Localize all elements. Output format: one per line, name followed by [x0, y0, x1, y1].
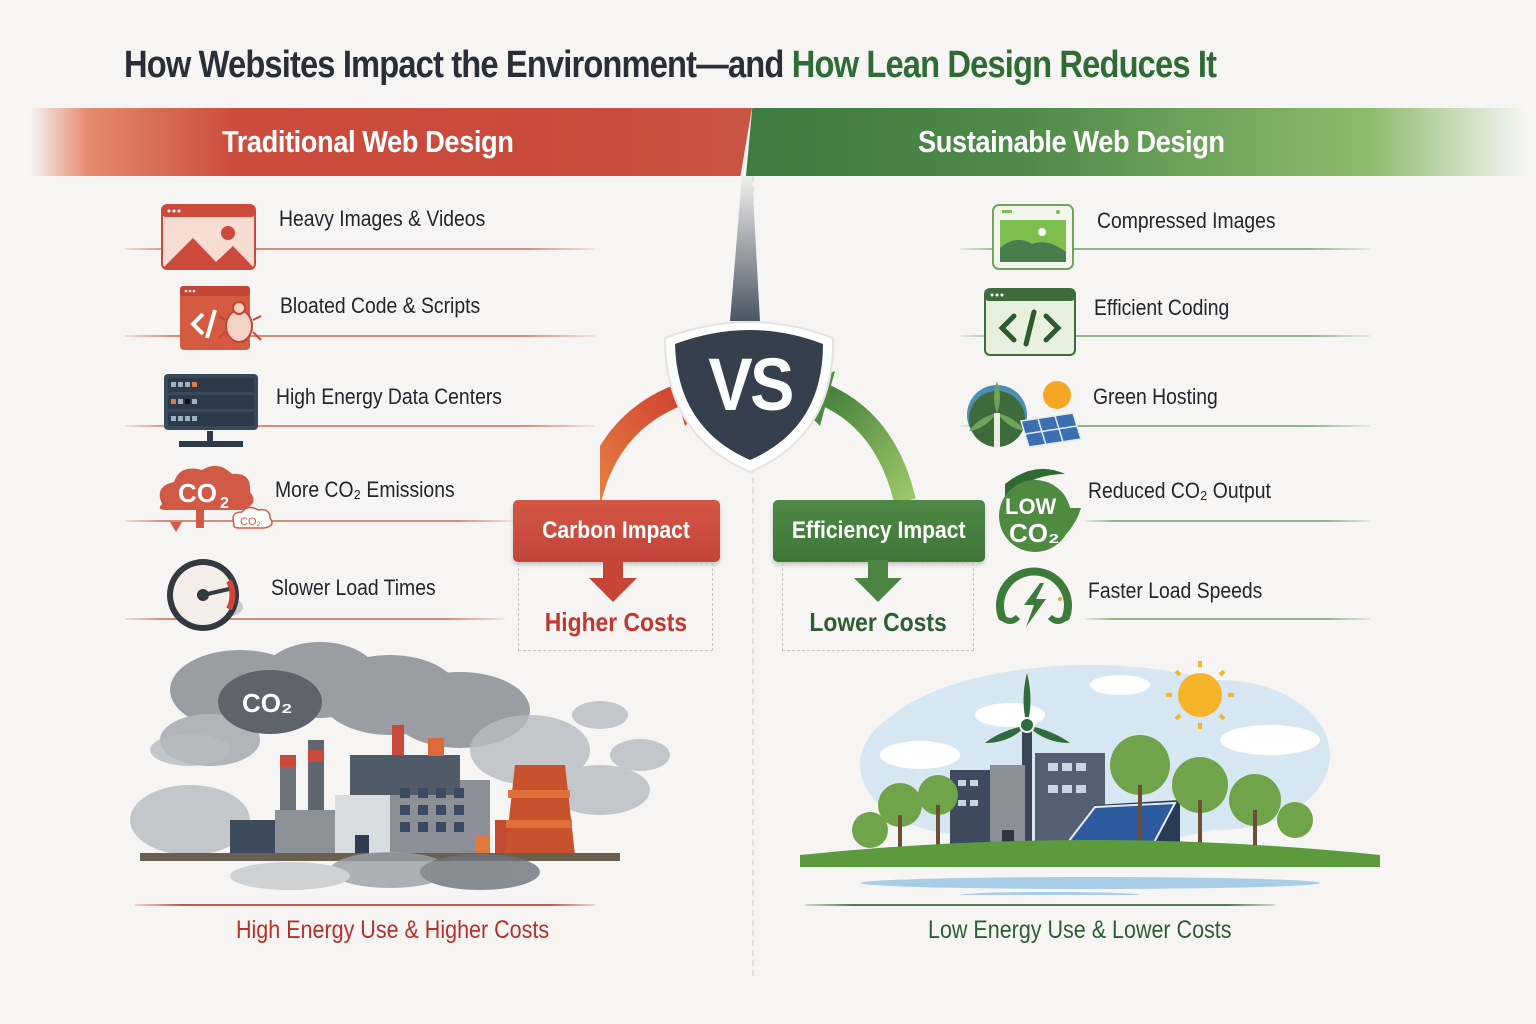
- fast-gauge-icon: [996, 567, 1072, 627]
- list-item: Bloated Code & Scripts: [280, 293, 481, 318]
- row-divider: [960, 425, 1370, 427]
- higher-costs-box: Higher Costs: [518, 563, 713, 651]
- traditional-banner: Traditional Web Design: [30, 108, 752, 176]
- green-city-illustration: [800, 661, 1380, 895]
- server-icon: [164, 374, 258, 447]
- spike-icon: [730, 176, 760, 321]
- low-co2-line-2: CO₂: [1009, 518, 1060, 548]
- list-item: Compressed Images: [1097, 208, 1276, 233]
- title-part-2: How Lean Design Reduces It: [791, 44, 1217, 86]
- list-item: Green Hosting: [1093, 384, 1218, 409]
- renewable-energy-icon: [967, 381, 1082, 448]
- row-divider: [125, 335, 595, 337]
- speedometer-icon: [167, 559, 243, 631]
- page-title: How Websites Impact the Environment—and …: [124, 44, 1217, 87]
- shield-icon: [675, 330, 823, 460]
- co2-cloud-icon: CO 2 CO₂: [159, 465, 273, 532]
- efficiency-impact-label: Efficiency Impact: [773, 500, 985, 562]
- svg-text:2: 2: [220, 495, 229, 512]
- list-item: Heavy Images & Videos: [279, 206, 486, 231]
- row-divider: [125, 618, 505, 620]
- code-icon: [984, 288, 1076, 356]
- footer-divider: [135, 904, 595, 906]
- row-divider: [125, 248, 595, 250]
- sustainable-banner: Sustainable Web Design: [746, 108, 1526, 176]
- compressed-image-icon: [992, 204, 1074, 270]
- code-bug-icon: [180, 286, 262, 350]
- red-arrow-icon: [600, 380, 694, 504]
- row-divider: [960, 248, 1370, 250]
- svg-text:CO₂: CO₂: [240, 516, 261, 528]
- list-item: More CO₂ Emissions: [275, 477, 455, 502]
- row-divider: [125, 425, 595, 427]
- list-item: Slower Load Times: [271, 575, 436, 600]
- vs-emblem: [600, 176, 916, 504]
- co2-label: CO₂: [242, 688, 293, 718]
- svg-text:CO: CO: [178, 478, 217, 508]
- vs-text: VS: [708, 343, 794, 426]
- list-item: Efficient Coding: [1094, 295, 1230, 320]
- low-co2-icon: LOW CO₂: [999, 468, 1081, 552]
- list-item: High Energy Data Centers: [276, 384, 502, 409]
- traditional-heading: Traditional Web Design: [222, 124, 514, 159]
- sustainable-footer: Low Energy Use & Lower Costs: [928, 916, 1232, 944]
- traditional-footer: High Energy Use & Higher Costs: [236, 916, 550, 944]
- image-icon: [161, 204, 256, 270]
- polluting-factory-illustration: CO₂: [130, 642, 670, 890]
- carbon-impact-label: Carbon Impact: [513, 500, 720, 562]
- row-divider: [1085, 520, 1370, 522]
- footer-divider: [805, 904, 1275, 906]
- down-arrow-icon: [589, 560, 637, 602]
- row-divider: [960, 335, 1370, 337]
- title-part-1: How Websites Impact the Environment—and: [124, 44, 792, 86]
- low-co2-line-1: LOW: [1005, 494, 1057, 519]
- center-divider: [752, 176, 754, 976]
- sustainable-heading: Sustainable Web Design: [918, 124, 1225, 159]
- green-arrow-icon: [811, 380, 916, 504]
- down-arrow-icon: [854, 560, 902, 602]
- row-divider: [1085, 618, 1370, 620]
- list-item: Faster Load Speeds: [1088, 578, 1263, 603]
- list-item: Reduced CO₂ Output: [1088, 478, 1271, 503]
- row-divider: [125, 520, 515, 522]
